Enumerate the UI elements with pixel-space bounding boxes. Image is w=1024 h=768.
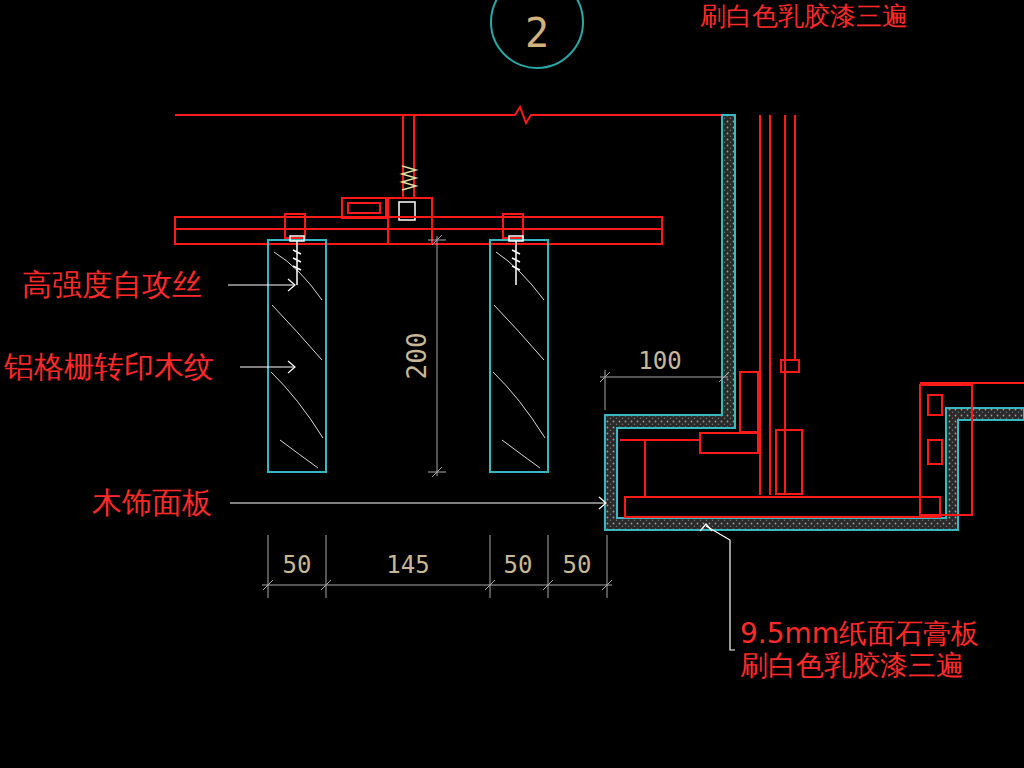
steel-framing xyxy=(620,115,1024,517)
dimension-text: 100 xyxy=(636,348,683,376)
callout-text: 高强度自攻丝 xyxy=(22,268,202,303)
wood-grain xyxy=(271,252,545,468)
spring xyxy=(402,166,416,190)
callout-text: 9.5mm纸面石膏板 刷白色乳胶漆三遍 xyxy=(740,618,1010,682)
dimension-text: 50 xyxy=(281,552,314,580)
section-circle: 2 xyxy=(490,0,584,69)
dimension-text: 50 xyxy=(561,552,594,580)
grille-blade xyxy=(268,240,548,472)
self-tapping-screw xyxy=(290,236,523,285)
main-rail xyxy=(175,214,662,244)
dimension-line xyxy=(262,535,612,598)
note-text: 刷白色乳胶漆三遍 xyxy=(700,2,908,32)
section-number: 2 xyxy=(525,10,549,56)
dimension-text: 200 xyxy=(402,331,432,382)
dimension-text: 50 xyxy=(502,552,535,580)
hanger-bracket xyxy=(342,198,432,244)
gypsum-board xyxy=(605,115,1024,530)
slab-line xyxy=(175,107,722,123)
dimension-text: 145 xyxy=(384,552,431,580)
callout-text: 木饰面板 xyxy=(92,486,212,521)
dimension-line xyxy=(600,370,729,410)
callout-text: 铝格栅转印木纹 xyxy=(4,350,214,385)
leader-line xyxy=(228,279,735,650)
